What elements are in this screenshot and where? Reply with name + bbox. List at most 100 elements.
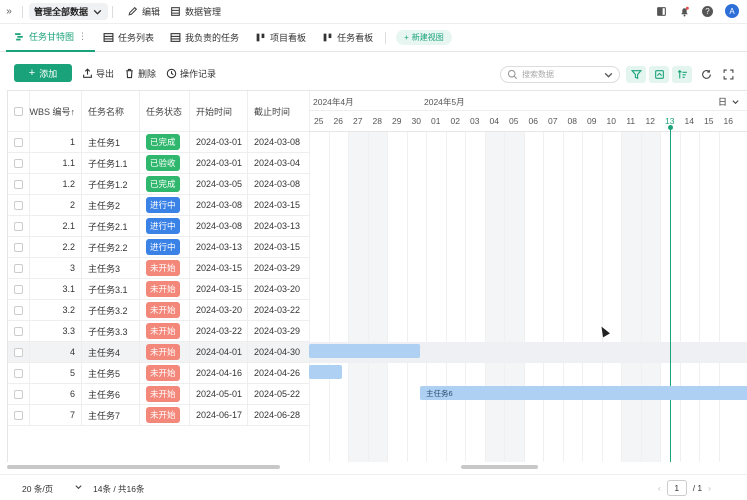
start-date-cell[interactable]: 2024-03-22 (190, 321, 248, 341)
tab-task-list[interactable]: 任务列表 (95, 24, 162, 52)
task-name-cell[interactable]: 子任务3.2 (82, 300, 140, 320)
start-date-cell[interactable]: 2024-03-05 (190, 174, 248, 194)
start-date-cell[interactable]: 2024-06-17 (190, 405, 248, 425)
panel-icon[interactable] (656, 6, 667, 17)
bell-icon[interactable] (679, 6, 690, 17)
row-checkbox[interactable] (14, 242, 23, 252)
end-date-cell[interactable]: 2024-03-29 (248, 321, 310, 341)
status-cell[interactable]: 进行中 (140, 237, 190, 257)
tab-gantt[interactable]: 任务甘特图 ⋮ (6, 24, 96, 52)
task-name-cell[interactable]: 主任务1 (82, 132, 140, 152)
start-date-cell[interactable]: 2024-04-16 (190, 363, 248, 383)
row-checkbox[interactable] (14, 410, 23, 420)
time-unit-select[interactable]: 日 (718, 97, 728, 107)
start-date-cell[interactable]: 2024-03-15 (190, 279, 248, 299)
delete-button[interactable]: 删除 (124, 67, 156, 80)
grid-scrollbar[interactable] (7, 465, 280, 469)
color-button[interactable] (649, 66, 669, 83)
status-cell[interactable]: 未开始 (140, 258, 190, 278)
row-checkbox[interactable] (14, 158, 23, 168)
row-checkbox[interactable] (14, 263, 23, 273)
task-name-cell[interactable]: 子任务1.2 (82, 174, 140, 194)
status-cell[interactable]: 进行中 (140, 216, 190, 236)
tab-project-board[interactable]: 项目看板 (247, 24, 314, 52)
start-date-cell[interactable]: 2024-03-20 (190, 300, 248, 320)
start-date-cell[interactable]: 2024-03-08 (190, 216, 248, 236)
next-page-icon[interactable]: › (708, 483, 711, 493)
select-all-checkbox[interactable] (14, 106, 23, 116)
column-header-end[interactable]: 截止时间 (248, 91, 310, 131)
start-date-cell[interactable]: 2024-03-01 (190, 153, 248, 173)
help-icon[interactable]: ? (702, 5, 713, 17)
task-name-cell[interactable]: 子任务3.3 (82, 321, 140, 341)
status-cell[interactable]: 已验收 (140, 153, 190, 173)
avatar[interactable]: A (725, 4, 739, 18)
status-cell[interactable]: 进行中 (140, 195, 190, 215)
row-checkbox[interactable] (14, 284, 23, 294)
task-name-cell[interactable]: 子任务2.2 (82, 237, 140, 257)
start-date-cell[interactable]: 2024-05-01 (190, 384, 248, 404)
row-checkbox[interactable] (14, 137, 23, 147)
task-name-cell[interactable]: 主任务6 (82, 384, 140, 404)
end-date-cell[interactable]: 2024-03-13 (248, 216, 310, 236)
gantt-bar-task6[interactable]: 主任务6 (420, 386, 747, 400)
status-cell[interactable]: 未开始 (140, 321, 190, 341)
end-date-cell[interactable]: 2024-03-29 (248, 258, 310, 278)
task-name-cell[interactable]: 子任务1.1 (82, 153, 140, 173)
chevron-down-icon[interactable] (74, 482, 83, 491)
task-name-cell[interactable]: 主任务7 (82, 405, 140, 425)
start-date-cell[interactable]: 2024-03-15 (190, 258, 248, 278)
end-date-cell[interactable]: 2024-03-08 (248, 132, 310, 152)
end-date-cell[interactable]: 2024-06-28 (248, 405, 310, 425)
page-size-select[interactable]: 20 条/页 (22, 484, 54, 494)
expand-sidebar-icon[interactable]: » (6, 6, 12, 17)
status-cell[interactable]: 已完成 (140, 132, 190, 152)
status-cell[interactable]: 已完成 (140, 174, 190, 194)
workspace-select[interactable]: 管理全部数据 (29, 3, 109, 20)
row-checkbox[interactable] (14, 326, 23, 336)
chevron-down-icon[interactable] (731, 97, 740, 106)
fullscreen-button[interactable] (718, 66, 738, 83)
row-checkbox[interactable] (14, 305, 23, 315)
status-cell[interactable]: 未开始 (140, 279, 190, 299)
row-checkbox[interactable] (14, 221, 23, 231)
end-date-cell[interactable]: 2024-03-08 (248, 174, 310, 194)
end-date-cell[interactable]: 2024-03-15 (248, 237, 310, 257)
refresh-button[interactable] (696, 66, 716, 83)
row-checkbox[interactable] (14, 200, 23, 210)
page-input[interactable]: 1 (666, 480, 687, 496)
task-name-cell[interactable]: 主任务4 (82, 342, 140, 362)
status-cell[interactable]: 未开始 (140, 300, 190, 320)
row-checkbox[interactable] (14, 368, 23, 378)
end-date-cell[interactable]: 2024-05-22 (248, 384, 310, 404)
task-name-cell[interactable]: 主任务2 (82, 195, 140, 215)
row-checkbox[interactable] (14, 347, 23, 357)
start-date-cell[interactable]: 2024-03-13 (190, 237, 248, 257)
task-name-cell[interactable]: 子任务2.1 (82, 216, 140, 236)
status-cell[interactable]: 未开始 (140, 363, 190, 383)
search-input[interactable]: 搜索数据 (500, 66, 620, 83)
end-date-cell[interactable]: 2024-03-04 (248, 153, 310, 173)
prev-page-icon[interactable]: ‹ (657, 483, 661, 493)
edit-button[interactable]: 编辑 (127, 5, 160, 18)
more-icon[interactable]: ⋮ (78, 31, 88, 41)
sort-button[interactable] (672, 66, 692, 83)
gantt-bar-task4[interactable] (309, 344, 420, 358)
start-date-cell[interactable]: 2024-03-01 (190, 132, 248, 152)
column-header-start[interactable]: 开始时间 (190, 91, 248, 131)
end-date-cell[interactable]: 2024-04-26 (248, 363, 310, 383)
start-date-cell[interactable]: 2024-04-01 (190, 342, 248, 362)
export-button[interactable]: 导出 (82, 67, 114, 80)
